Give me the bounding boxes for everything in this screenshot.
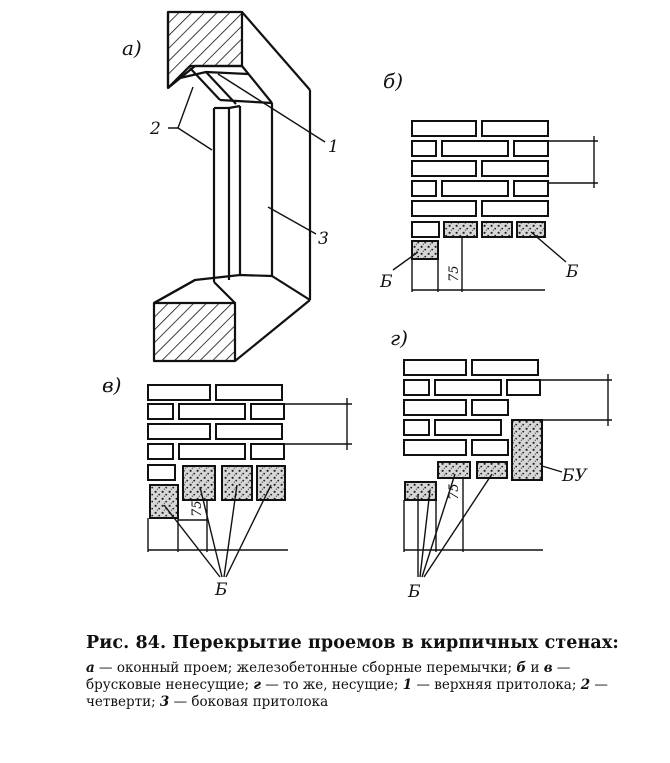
- lintel-bar: [481, 221, 513, 238]
- lintel-bar: [443, 221, 478, 238]
- legend-text-g: — то же, несущие;: [260, 677, 403, 693]
- panel-label-b: б): [383, 69, 403, 93]
- panel-label-a: а): [122, 36, 142, 60]
- callout-2: 2: [149, 119, 161, 139]
- lintel-bar: [221, 465, 253, 501]
- lintel-label-v: Б: [214, 580, 228, 600]
- panel-v-brickwork: [147, 384, 285, 481]
- dimension-75-b: 75: [447, 265, 462, 282]
- lintel-bar: [404, 481, 437, 501]
- dimension-75-v: 75: [190, 500, 205, 517]
- panel-b-lines: [392, 136, 598, 292]
- top-section-hatch: [166, 10, 244, 90]
- legend-key-g: г: [253, 677, 261, 693]
- lintel-label-b-right: Б: [565, 262, 579, 282]
- legend-key-3: 3: [159, 694, 170, 710]
- lintel-bar: [411, 240, 439, 260]
- caption-legend: а — оконный проем; железобетонные сборны…: [86, 660, 646, 711]
- legend-key-2: 2: [580, 677, 591, 693]
- lintel-label-g: Б: [407, 582, 421, 602]
- callout-2-leaders: [168, 86, 213, 151]
- caption-title: Рис. 84. Перекрытие проемов в кирпичных …: [86, 633, 619, 653]
- legend-text-bv: — брусковые ненесущие;: [86, 660, 571, 693]
- legend-text-1: — верхняя притолока;: [412, 677, 581, 693]
- lintel-bar: [476, 461, 508, 479]
- lintel-bar: [516, 221, 546, 238]
- dimension-75-g: 75: [447, 483, 462, 500]
- lintel-label-b-left: Б: [379, 272, 393, 292]
- panel-label-g: г): [390, 326, 408, 350]
- figure-caption: Рис. 84. Перекрытие проемов в кирпичных …: [86, 632, 646, 711]
- legend-text-2: — четверти;: [86, 677, 608, 710]
- lintel-bar: [182, 465, 216, 501]
- legend-key-v: в: [543, 660, 553, 676]
- callout-3: 3: [318, 229, 329, 249]
- lintel-diagram: а) 2 1 3 б) 7: [102, 10, 612, 602]
- callout-1-leader: [217, 73, 326, 143]
- bearing-lintel: [511, 419, 543, 481]
- panel-a-window-opening: [152, 10, 312, 363]
- legend-key-a: а: [86, 660, 95, 676]
- legend-key-1: 1: [402, 677, 413, 693]
- panel-v-lines: [147, 398, 352, 578]
- panel-label-v: в): [102, 373, 121, 397]
- lintel-bar: [256, 465, 286, 501]
- callout-1: 1: [328, 137, 339, 157]
- panel-g-lines: [403, 374, 612, 578]
- panel-g-lintels: [404, 419, 543, 501]
- panel-b-lintels: [411, 221, 546, 260]
- legend-text-a: — оконный проем; железобетонные сборные …: [94, 660, 517, 676]
- panel-g-brickwork: [403, 359, 541, 456]
- bottom-section-hatch: [152, 301, 237, 363]
- panel-v-lintels: [149, 465, 286, 519]
- legend-key-b: б: [516, 660, 527, 676]
- callout-3-leader: [267, 206, 317, 235]
- legend-text-3: — боковая притолока: [169, 694, 329, 710]
- legend-and: и: [526, 660, 544, 676]
- lintel-bar: [149, 484, 179, 519]
- bearing-lintel-label: БУ: [561, 466, 588, 486]
- panel-b-brickwork: [411, 120, 549, 238]
